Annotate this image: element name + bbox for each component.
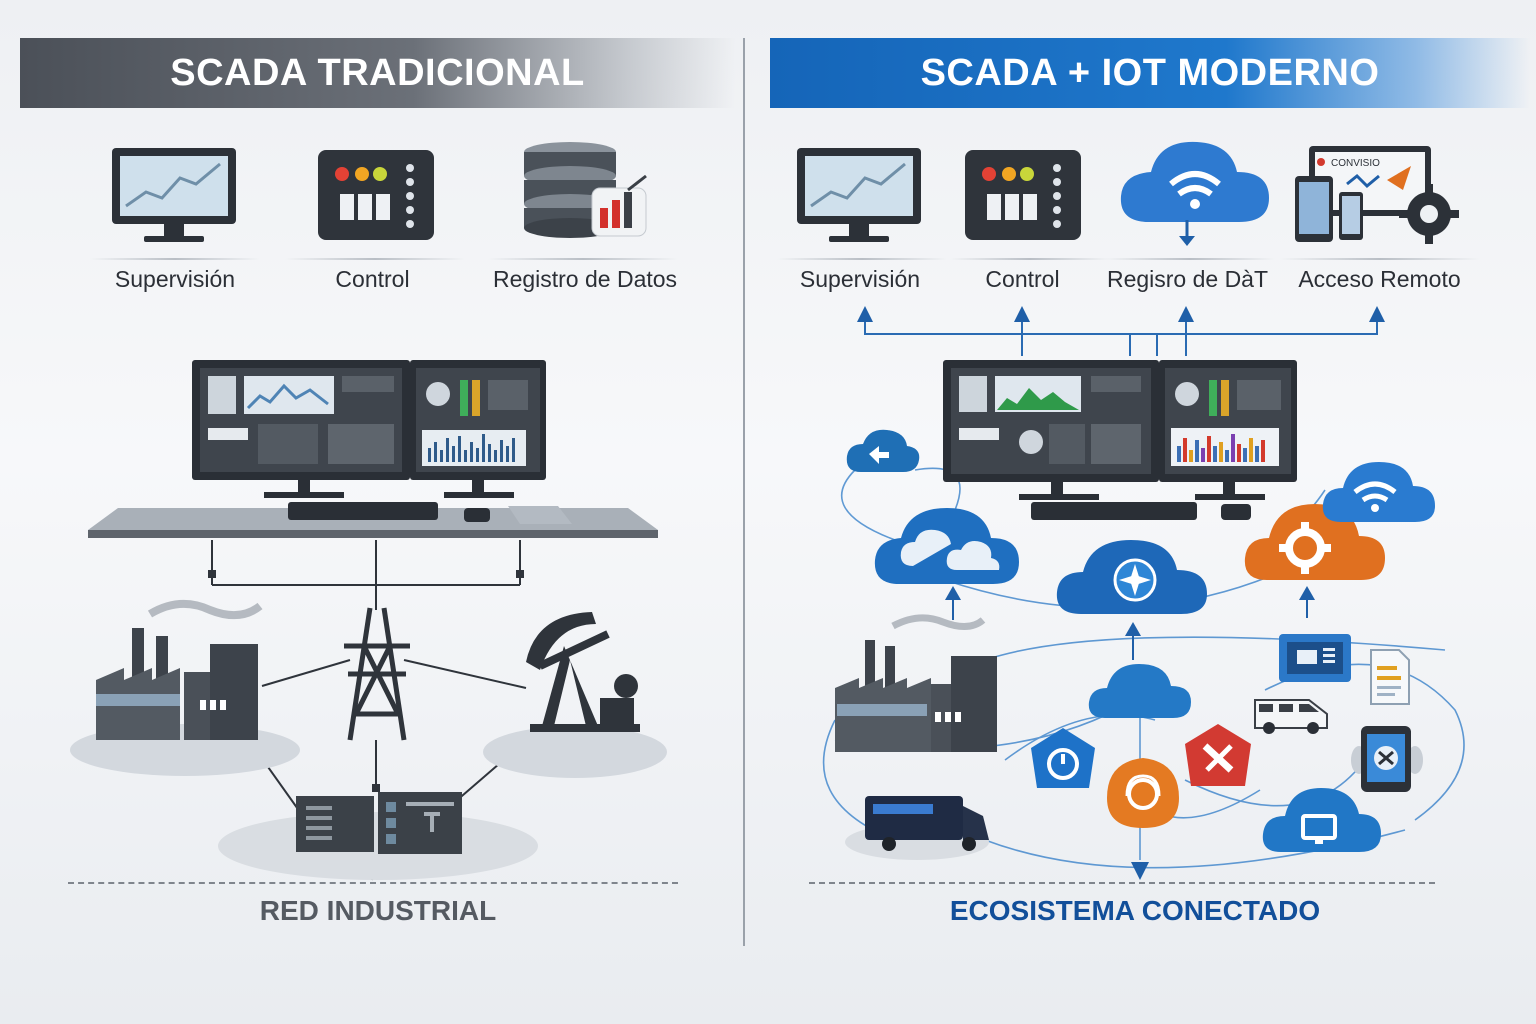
oil-pump-icon <box>483 612 667 778</box>
control-panel-icon <box>318 150 434 240</box>
cloud-network-icon <box>874 508 1019 584</box>
connected-ecosystem-caption: ECOSISTEMA CONECTADO <box>949 895 1321 926</box>
shelf <box>777 258 947 260</box>
traditional-scada-panel: SCADA TRADICIONAL Supervisión Control Re… <box>0 0 745 1024</box>
rtu-cabinet-icon <box>218 792 538 880</box>
feature-label-supervision: Supervisión <box>114 266 236 292</box>
truck-icon <box>845 796 989 860</box>
feature-label-control: Control <box>335 266 410 292</box>
monitor-chart-icon <box>112 148 236 242</box>
factory-icon <box>835 614 997 752</box>
devices-gear-icon: CONVISIO <box>1295 146 1459 244</box>
support-agent-badge-icon <box>1107 758 1179 828</box>
transmission-tower-icon <box>344 607 410 741</box>
industrial-network-caption: RED INDUSTRIAL <box>259 895 497 926</box>
control-panel-icon <box>965 150 1081 240</box>
shelf <box>285 258 465 260</box>
tablet-icon <box>1351 726 1423 792</box>
cloud-wifi-icon <box>1322 462 1435 522</box>
shelf <box>90 258 260 260</box>
footer-divider <box>68 882 678 884</box>
shelf <box>488 258 678 260</box>
tools-badge-icon <box>1185 724 1251 786</box>
feature-label-remote-access: Acceso Remoto <box>1298 266 1461 292</box>
shelf <box>1280 258 1480 260</box>
modern-scada-iot-panel: SCADA + IOT MODERNO CONVISIO Superv <box>745 0 1536 1024</box>
cloud-wifi-icon <box>1120 141 1269 246</box>
document-icon <box>1370 649 1410 705</box>
timer-badge-icon <box>1031 728 1095 788</box>
modern-title-banner: SCADA + IOT MODERNO <box>770 38 1530 108</box>
shelf <box>950 258 1110 260</box>
cloud-gear-icon <box>1244 504 1385 580</box>
feature-label-supervision: Supervisión <box>799 266 921 292</box>
monitor-chart-icon <box>797 148 921 242</box>
iot-gateway-icon <box>1279 634 1351 682</box>
control-room-workstation <box>88 360 658 538</box>
shelf <box>1105 258 1275 260</box>
feature-label-control: Control <box>985 266 1060 292</box>
database-icon <box>524 142 647 238</box>
cloud-hub-icon <box>1088 664 1191 718</box>
control-room-workstation <box>943 360 1297 520</box>
remote-screen-text: CONVISIO <box>1331 158 1380 169</box>
footer-divider <box>809 882 1435 884</box>
traditional-title-banner: SCADA TRADICIONAL <box>20 38 735 108</box>
cloud-compass-icon <box>1056 540 1207 614</box>
center-divider <box>743 38 745 946</box>
cloud-upload-icon <box>846 429 920 472</box>
feature-label-data-logging: Registro de Datos <box>492 266 678 292</box>
van-icon <box>1254 699 1328 734</box>
cloud-display-icon <box>1262 788 1381 852</box>
industrial-network-links <box>208 540 537 881</box>
factory-icon <box>70 599 300 776</box>
feature-label-data-logging: Regisro de DàT <box>1106 266 1269 292</box>
